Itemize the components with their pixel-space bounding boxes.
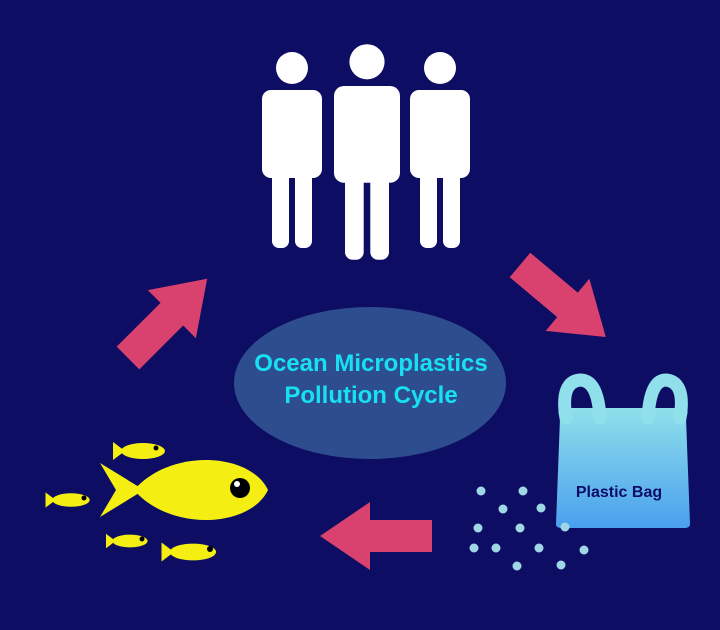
microplastic-particles-icon	[469, 486, 589, 571]
diagram-title: Ocean Microplastics Pollution Cycle	[236, 348, 506, 412]
person-left-figure	[262, 52, 322, 248]
big-fish-icon	[100, 459, 268, 521]
diagram-title-line1: Ocean Microplastics	[254, 350, 488, 377]
small-fish-icon	[161, 542, 217, 562]
arrow-to-bag-icon	[498, 238, 628, 364]
arrow-to-fish-icon	[320, 502, 432, 570]
plastic-bag-icon	[556, 373, 690, 528]
plastic-bag-label: Plastic Bag	[575, 484, 663, 501]
arrow-to-people-icon	[103, 254, 232, 383]
people-icon	[262, 44, 470, 260]
person-center-figure	[334, 44, 400, 260]
small-fish-icon	[113, 442, 165, 460]
person-right-figure	[410, 52, 470, 248]
center-ellipse	[234, 307, 506, 459]
diagram-title-line2: Pollution Cycle	[284, 382, 458, 409]
fish-school-icon	[45, 442, 268, 562]
